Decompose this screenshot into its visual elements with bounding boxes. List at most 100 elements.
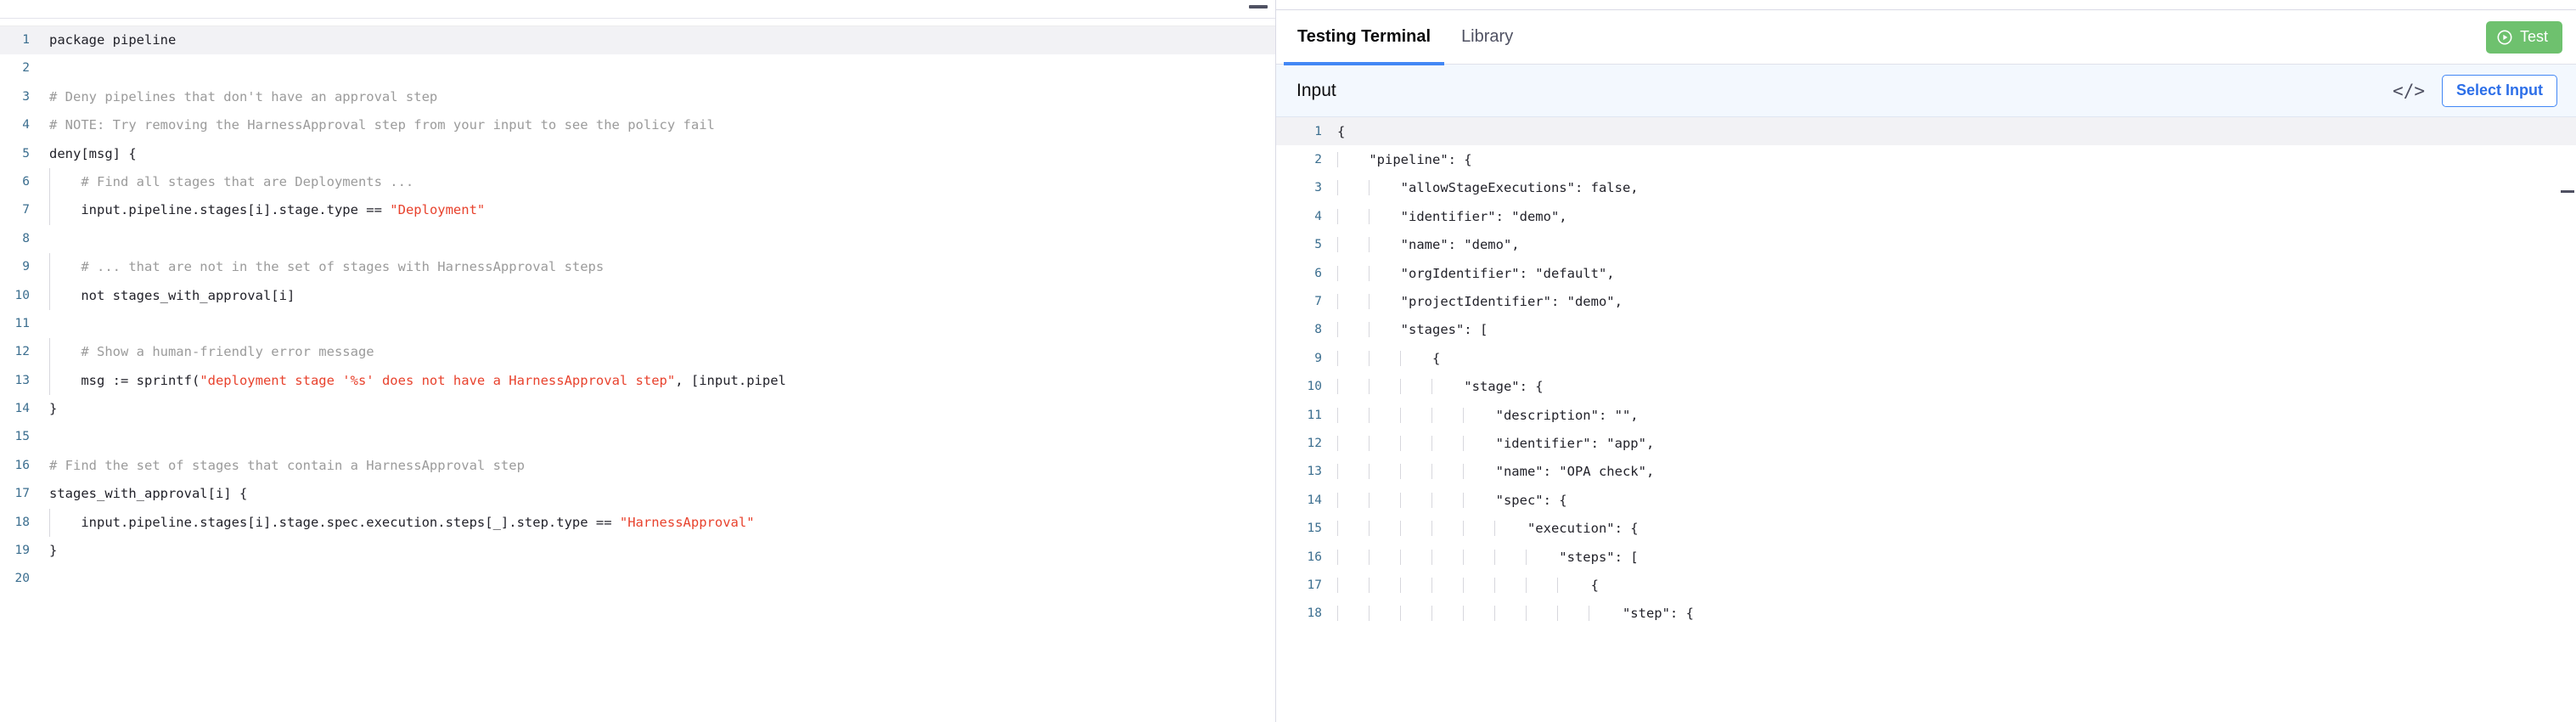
json-text: { xyxy=(1336,577,1599,593)
json-line[interactable]: 11 "description": "", xyxy=(1276,401,2576,429)
code-text: deny[msg] { xyxy=(41,140,137,168)
json-line[interactable]: 4 "identifier": "demo", xyxy=(1276,202,2576,230)
code-line[interactable]: 20 xyxy=(0,565,1275,593)
indent-guide xyxy=(49,196,50,225)
code-line[interactable]: 7 input.pipeline.stages[i].stage.type ==… xyxy=(0,196,1275,225)
json-line[interactable]: 10 "stage": { xyxy=(1276,373,2576,401)
line-number: 4 xyxy=(22,118,30,133)
json-line-number: 11 xyxy=(1307,408,1322,422)
code-token-comment: # Show a human-friendly error message xyxy=(49,344,374,360)
json-line[interactable]: 16 "steps": [ xyxy=(1276,543,2576,571)
line-number: 6 xyxy=(22,174,30,189)
collapse-handle-icon[interactable] xyxy=(1249,5,1268,8)
code-text: # ... that are not in the set of stages … xyxy=(41,253,604,282)
code-token-plain: deny[msg] { xyxy=(49,145,137,161)
json-text: "identifier": "demo", xyxy=(1336,208,1567,224)
input-json-area[interactable]: 1{2 "pipeline": {3 "allowStageExecutions… xyxy=(1276,117,2576,722)
indent-guide xyxy=(1400,407,1401,423)
code-line[interactable]: 14} xyxy=(0,395,1275,423)
indent-guide xyxy=(1369,577,1370,593)
code-line[interactable]: 19} xyxy=(0,537,1275,565)
indent-guide xyxy=(1369,237,1370,253)
json-line[interactable]: 14 "spec": { xyxy=(1276,486,2576,514)
json-line[interactable]: 9 { xyxy=(1276,344,2576,372)
code-line[interactable]: 18 input.pipeline.stages[i].stage.spec.e… xyxy=(0,508,1275,538)
code-line[interactable]: 15 xyxy=(0,423,1275,451)
json-text: "stage": { xyxy=(1336,379,1544,395)
json-line[interactable]: 3 "allowStageExecutions": false, xyxy=(1276,174,2576,202)
indent-guide xyxy=(1400,492,1401,508)
json-line[interactable]: 13 "name": "OPA check", xyxy=(1276,458,2576,486)
indent-guide xyxy=(1431,577,1432,593)
tab-library[interactable]: Library xyxy=(1448,10,1527,65)
indent-guide xyxy=(1526,577,1527,593)
json-line[interactable]: 6 "orgIdentifier": "default", xyxy=(1276,259,2576,287)
json-text: "projectIdentifier": "demo", xyxy=(1336,294,1623,310)
code-text: } xyxy=(41,395,57,423)
indent-guide xyxy=(1400,521,1401,537)
json-line[interactable]: 18 "step": { xyxy=(1276,600,2576,628)
json-line[interactable]: 7 "projectIdentifier": "demo", xyxy=(1276,287,2576,315)
code-line[interactable]: 10 not stages_with_approval[i] xyxy=(0,281,1275,310)
code-line[interactable]: 3# Deny pipelines that don't have an app… xyxy=(0,83,1275,111)
play-circle-icon xyxy=(2496,29,2513,46)
code-line[interactable]: 11 xyxy=(0,310,1275,338)
indent-guide xyxy=(1400,577,1401,593)
code-line[interactable]: 12 # Show a human-friendly error message xyxy=(0,338,1275,367)
json-token: "description": "", xyxy=(1337,407,1639,423)
terminal-tabs-bar: Testing Terminal Library Test xyxy=(1276,9,2576,65)
indent-guide xyxy=(1557,606,1558,622)
code-line[interactable]: 16 # Find the set of stages that contain … xyxy=(0,452,1275,480)
test-button-label: Test xyxy=(2519,28,2548,45)
indent-guide xyxy=(1463,521,1464,537)
scrollbar-thumb[interactable] xyxy=(2561,190,2574,193)
indent-guide xyxy=(1431,492,1432,508)
json-line[interactable]: 15 "execution": { xyxy=(1276,514,2576,542)
json-line[interactable]: 2 "pipeline": { xyxy=(1276,145,2576,173)
json-line[interactable]: 1{ xyxy=(1276,117,2576,146)
json-line[interactable]: 12 "identifier": "app", xyxy=(1276,429,2576,457)
select-input-button[interactable]: Select Input xyxy=(2441,74,2557,107)
indent-guide xyxy=(49,253,50,282)
code-line[interactable]: 2 xyxy=(0,54,1275,82)
indent-guide xyxy=(1369,322,1370,338)
code-line[interactable]: 4# NOTE: Try removing the HarnessApprova… xyxy=(0,111,1275,139)
indent-guide xyxy=(1400,464,1401,480)
code-text: stages_with_approval[i] { xyxy=(41,480,247,508)
line-number: 16 xyxy=(14,458,30,472)
code-token-plain: not stages_with_approval[i] xyxy=(49,287,295,303)
code-line[interactable]: 13 msg := sprintf("deployment stage '%s'… xyxy=(0,366,1275,396)
json-line[interactable]: 8 "stages": [ xyxy=(1276,316,2576,344)
json-line-number: 1 xyxy=(1314,124,1322,138)
line-number: 19 xyxy=(14,544,30,558)
line-number: 3 xyxy=(22,89,30,104)
code-line[interactable]: 6 # Find all stages that are Deployments… xyxy=(0,167,1275,197)
code-line[interactable]: 8 xyxy=(0,225,1275,253)
indent-guide xyxy=(1337,350,1338,366)
json-line-number: 12 xyxy=(1307,436,1322,450)
code-text: # Show a human-friendly error message xyxy=(41,338,374,367)
indent-guide xyxy=(1463,606,1464,622)
indent-guide xyxy=(49,338,50,367)
json-text: "description": "", xyxy=(1336,407,1639,423)
indent-guide xyxy=(1494,521,1495,537)
json-text: "name": "demo", xyxy=(1336,237,1520,253)
code-line[interactable]: 9 # ... that are not in the set of stage… xyxy=(0,253,1275,282)
code-brackets-icon[interactable]: </> xyxy=(2393,80,2425,101)
json-token: "allowStageExecutions": false, xyxy=(1337,180,1639,196)
json-line[interactable]: 5 "name": "demo", xyxy=(1276,231,2576,259)
code-token-comment: # Find the set of stages that contain a … xyxy=(49,457,525,473)
indent-guide xyxy=(1337,521,1338,537)
json-line[interactable]: 17 { xyxy=(1276,571,2576,599)
json-token: "identifier": "demo", xyxy=(1337,208,1567,224)
indent-guide xyxy=(1337,492,1338,508)
tab-testing-terminal[interactable]: Testing Terminal xyxy=(1284,10,1445,65)
indent-guide xyxy=(1369,265,1370,281)
test-button[interactable]: Test xyxy=(2485,20,2562,54)
indent-guide xyxy=(1400,379,1401,395)
json-text: "orgIdentifier": "default", xyxy=(1336,265,1615,281)
